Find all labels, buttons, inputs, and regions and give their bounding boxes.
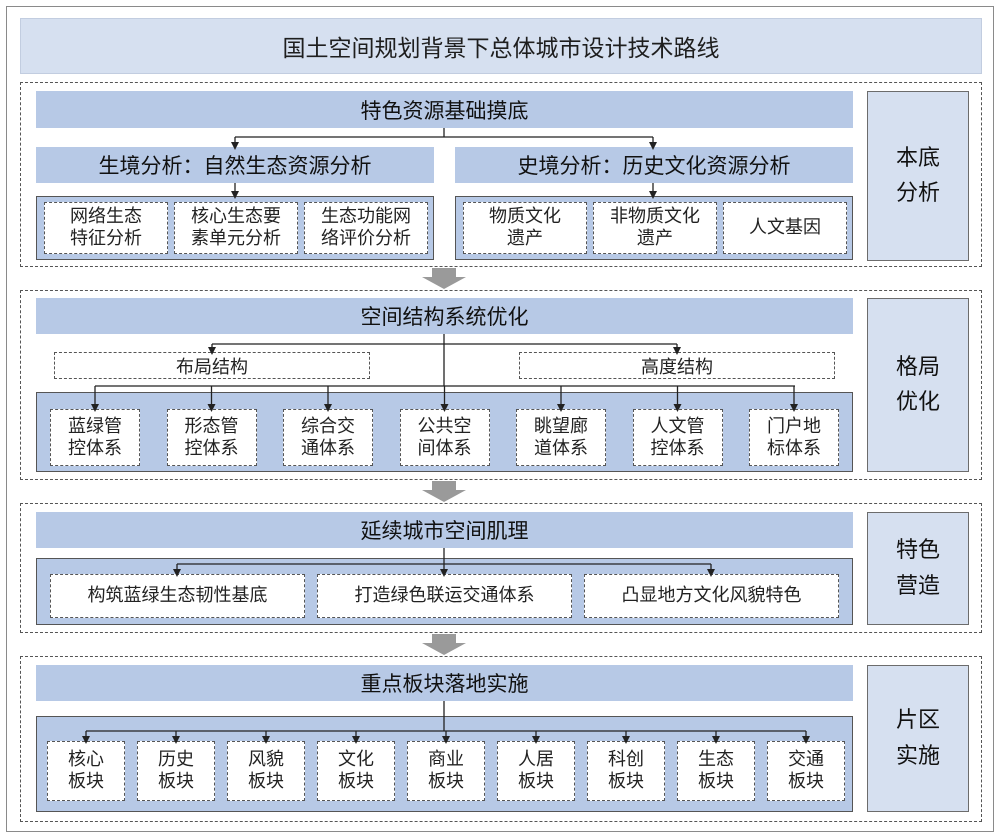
section-district-implementation	[20, 656, 982, 822]
block-node-4: 文化 板块	[317, 741, 395, 801]
subnode-layout-structure: 布局结构	[54, 352, 370, 379]
block-node-3: 风貌 板块	[227, 741, 305, 801]
system-node-6: 人文管 控体系	[632, 409, 723, 466]
section1-group2-header: 史境分析：历史文化资源分析	[455, 147, 853, 183]
section3-bar: 延续城市空间肌理	[36, 512, 853, 548]
node-intangible-heritage: 非物质文化 遗产	[593, 202, 717, 254]
node-cultural-gene: 人文基因	[723, 202, 847, 254]
section1-side-label: 本底 分析	[867, 91, 969, 261]
big-arrow-3	[422, 634, 466, 655]
node-blue-green-resilience: 构筑蓝绿生态韧性基底	[50, 574, 305, 618]
section2-bar: 空间结构系统优化	[36, 298, 853, 334]
system-node-4: 公共空 间体系	[399, 409, 490, 466]
subnode-height-structure: 高度结构	[519, 352, 835, 379]
system-node-1: 蓝绿管 控体系	[50, 409, 140, 466]
system-node-5: 眺望廊 道体系	[516, 409, 606, 466]
block-node-2: 历史 板块	[137, 741, 215, 801]
section4-bar: 重点板块落地实施	[36, 665, 853, 701]
system-node-3: 综合交 通体系	[283, 409, 373, 466]
block-node-1: 核心 板块	[47, 741, 125, 801]
node-green-multimodal-transport: 打造绿色联运交通体系	[317, 574, 572, 618]
big-arrow-1	[422, 268, 466, 289]
section3-side-label: 特色 营造	[867, 512, 969, 625]
section-base-analysis	[20, 82, 982, 267]
system-node-7: 门户地 标体系	[749, 409, 839, 466]
outer-frame	[6, 6, 994, 832]
section4-side-label: 片区 实施	[867, 665, 969, 812]
section-feature-creation	[20, 503, 982, 633]
node-network-ecology: 网络生态 特征分析	[44, 202, 168, 254]
section-pattern-optimization	[20, 290, 982, 480]
section1-bar: 特色资源基础摸底	[36, 91, 853, 128]
section2-side-label: 格局 优化	[867, 298, 969, 472]
system-node-2: 形态管 控体系	[166, 409, 257, 466]
diagram-title: 国土空间规划背景下总体城市设计技术路线	[20, 18, 982, 74]
node-material-heritage: 物质文化 遗产	[463, 202, 587, 254]
big-arrow-2	[422, 481, 466, 502]
node-core-ecology-unit: 核心生态要 素单元分析	[174, 202, 298, 254]
node-local-cultural-style: 凸显地方文化风貌特色	[584, 574, 839, 618]
section1-group1-header: 生境分析：自然生态资源分析	[36, 147, 434, 183]
block-node-9: 交通 板块	[767, 741, 845, 801]
node-eco-function-network: 生态功能网 络评价分析	[304, 202, 428, 254]
